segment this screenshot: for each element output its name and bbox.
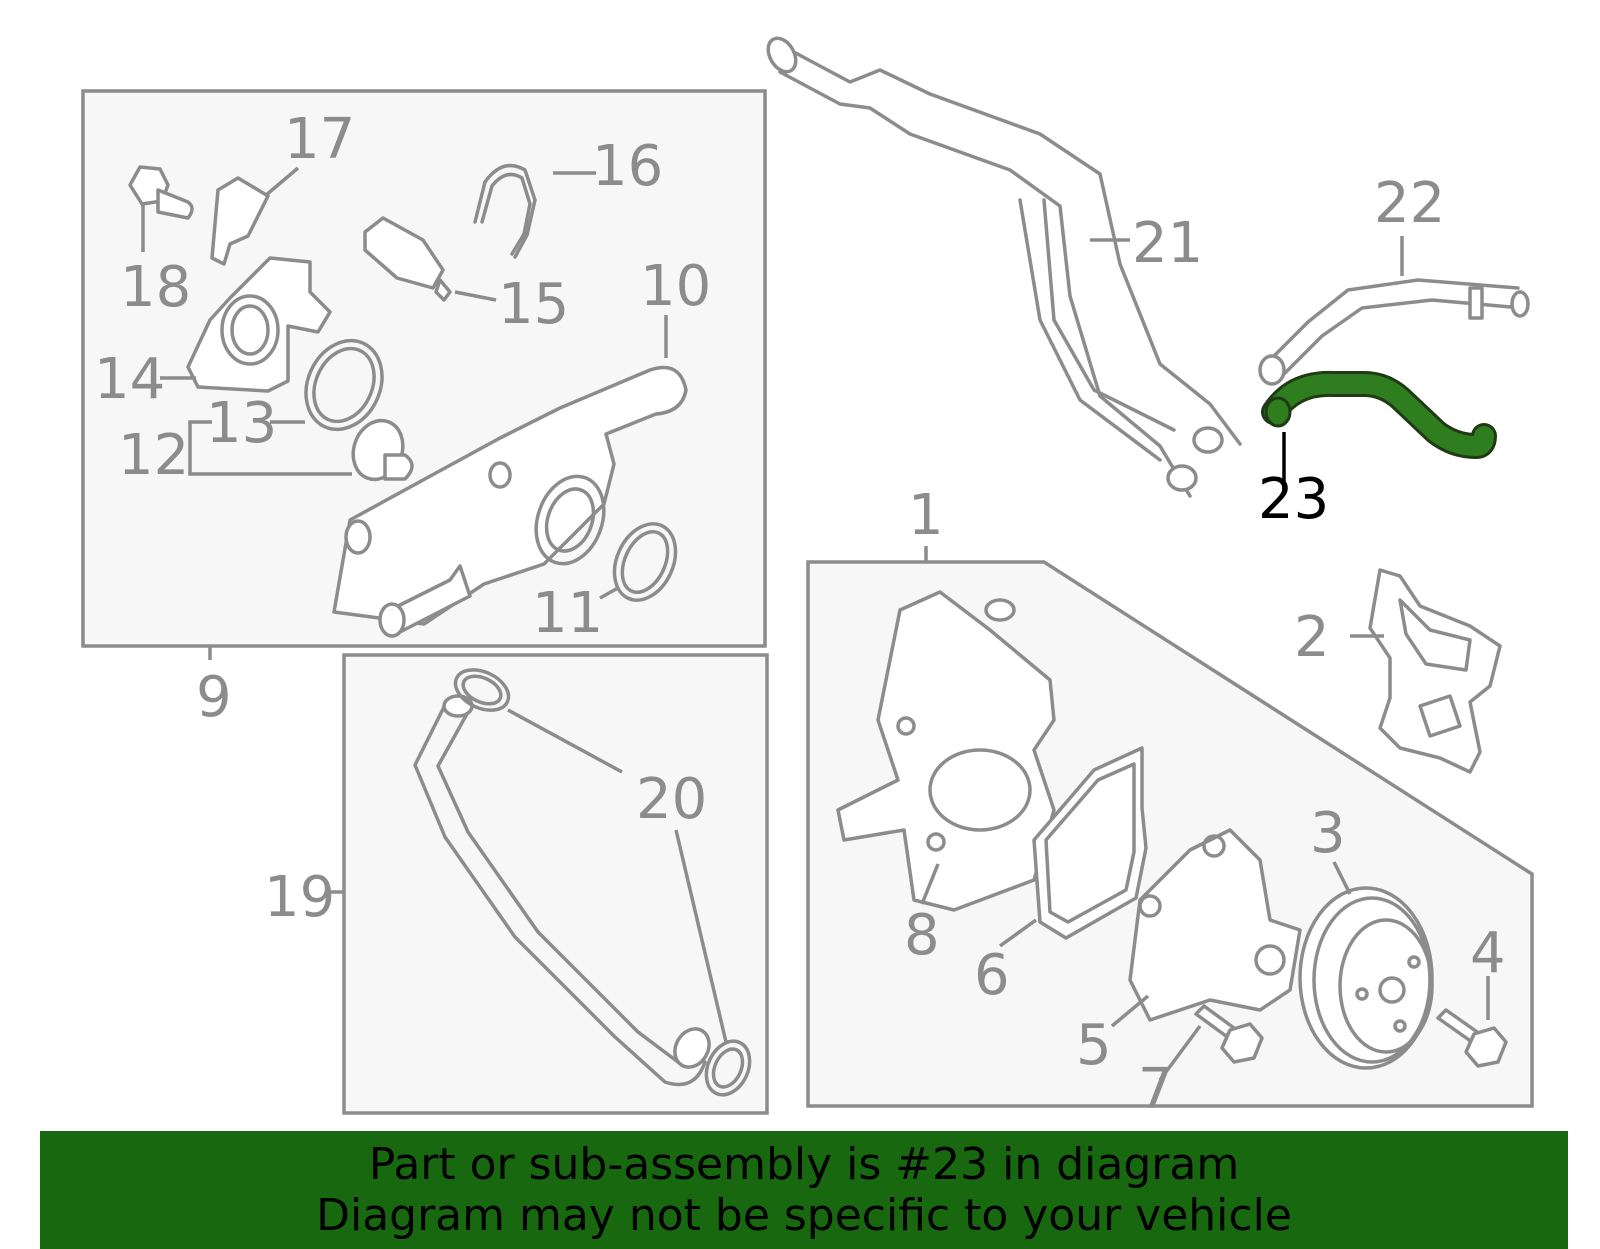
part-22-hose[interactable] bbox=[1258, 278, 1530, 386]
callout-20: 20 bbox=[636, 767, 707, 832]
callout-12: 12 bbox=[118, 423, 189, 488]
part-21-pipe[interactable] bbox=[763, 33, 1242, 498]
callout-3: 3 bbox=[1310, 801, 1346, 866]
part-5-water-pump[interactable] bbox=[1128, 828, 1302, 1022]
callout-23: 23 bbox=[1258, 467, 1329, 532]
callout-18: 18 bbox=[120, 255, 191, 320]
part-23-hose-highlighted[interactable] bbox=[1261, 370, 1497, 459]
part-16-clip[interactable] bbox=[473, 163, 537, 259]
part-4-bolt[interactable] bbox=[1436, 1008, 1508, 1068]
callout-19: 19 bbox=[264, 865, 335, 930]
callout-13: 13 bbox=[206, 391, 277, 456]
callout-14: 14 bbox=[94, 347, 165, 412]
callout-15: 15 bbox=[498, 272, 569, 337]
part-7-bolt[interactable] bbox=[1194, 1004, 1264, 1064]
part-10-thermostat-housing[interactable] bbox=[332, 365, 688, 638]
banner-line-2: Diagram may not be specific to your vehi… bbox=[316, 1190, 1292, 1241]
part-11-oring[interactable] bbox=[603, 514, 688, 610]
callout-17: 17 bbox=[284, 107, 355, 172]
callout-16: 16 bbox=[592, 134, 663, 199]
part-3-pulley[interactable] bbox=[1298, 886, 1434, 1070]
part-12-thermostat[interactable] bbox=[345, 414, 414, 487]
part-6-gasket[interactable] bbox=[1032, 746, 1148, 940]
callout-4: 4 bbox=[1470, 921, 1506, 986]
banner-line-1: Part or sub-assembly is #23 in diagram bbox=[368, 1139, 1240, 1190]
part-14-housing-cover[interactable] bbox=[186, 256, 332, 393]
callout-1: 1 bbox=[908, 483, 944, 548]
part-13-gasket[interactable] bbox=[292, 328, 396, 442]
part-8-pump-housing[interactable] bbox=[836, 590, 1056, 912]
callout-6: 6 bbox=[974, 943, 1010, 1008]
callout-8: 8 bbox=[904, 903, 940, 968]
callout-9: 9 bbox=[196, 665, 232, 730]
info-banner: Part or sub-assembly is #23 in diagram D… bbox=[40, 1131, 1568, 1249]
callout-11: 11 bbox=[532, 581, 603, 646]
part-20-gaskets[interactable] bbox=[449, 662, 758, 1102]
part-17-bracket[interactable] bbox=[210, 176, 270, 266]
callout-10: 10 bbox=[640, 254, 711, 319]
callout-5: 5 bbox=[1076, 1013, 1112, 1078]
part-2-gasket[interactable] bbox=[1368, 568, 1502, 774]
callout-22: 22 bbox=[1374, 171, 1445, 236]
callout-7: 7 bbox=[1138, 1057, 1174, 1122]
part-15-sensor[interactable] bbox=[363, 216, 452, 302]
part-18-bolt[interactable] bbox=[128, 165, 194, 220]
callout-2: 2 bbox=[1294, 605, 1330, 670]
callout-21: 21 bbox=[1132, 211, 1203, 276]
